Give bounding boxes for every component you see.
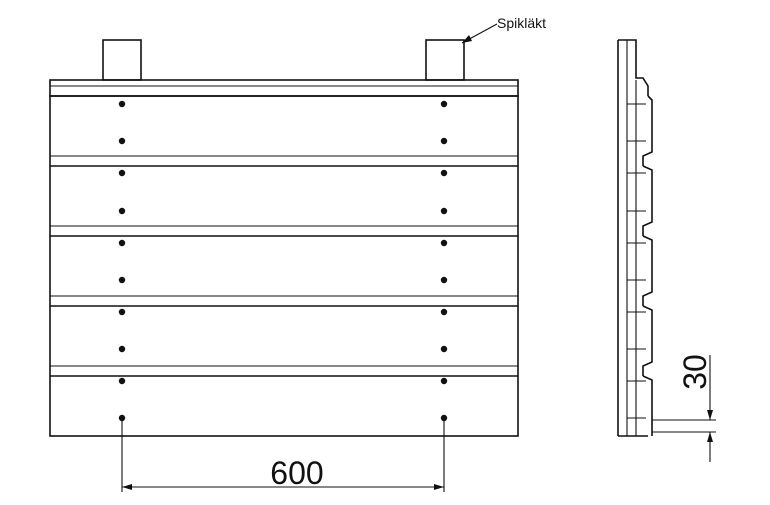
nail-ticks: [627, 103, 646, 419]
nail-hole: [440, 137, 448, 145]
nail-hole: [118, 137, 126, 145]
nail-hole: [440, 377, 448, 385]
front-view: Spikläkt 600: [49, 15, 546, 492]
dimension-arrow: [707, 410, 713, 420]
nailing-batten-left: [102, 39, 142, 81]
panel-outline: [49, 95, 519, 437]
board-profile: [642, 165, 653, 236]
board-profile: [642, 235, 653, 306]
width-dimension-label: 600: [270, 455, 323, 491]
nail-hole: [118, 207, 126, 215]
dimension-arrow: [122, 484, 132, 490]
nail-hole: [118, 345, 126, 353]
nail-hole: [118, 100, 126, 108]
dimension-arrow: [434, 484, 444, 490]
nail-hole: [118, 276, 126, 284]
batten-profile: [618, 39, 649, 96]
nail-hole: [440, 239, 448, 247]
top-cap-board: [49, 79, 519, 97]
board-profile: [642, 375, 653, 436]
width-dimension: 600: [121, 418, 445, 492]
nail-hole: [440, 276, 448, 284]
callout-arrowhead: [462, 35, 472, 43]
nail-hole: [118, 308, 126, 316]
side-view: 30: [617, 39, 716, 462]
dimension-arrow: [707, 432, 713, 442]
nail-hole: [440, 345, 448, 353]
callout-label: Spikläkt: [497, 15, 546, 31]
panel-boards: [49, 95, 519, 437]
nail-hole: [118, 239, 126, 247]
nail-holes: [118, 100, 448, 422]
board-profile: [642, 95, 653, 166]
nailing-batten-right: [425, 39, 465, 81]
nail-hole: [440, 207, 448, 215]
nail-hole: [440, 169, 448, 177]
nail-hole: [440, 100, 448, 108]
nail-hole: [118, 377, 126, 385]
height-dimension: 30: [652, 354, 716, 462]
height-dimension-label: 30: [677, 354, 713, 390]
nail-hole: [440, 308, 448, 316]
nail-hole: [118, 169, 126, 177]
board-profile: [642, 305, 653, 376]
